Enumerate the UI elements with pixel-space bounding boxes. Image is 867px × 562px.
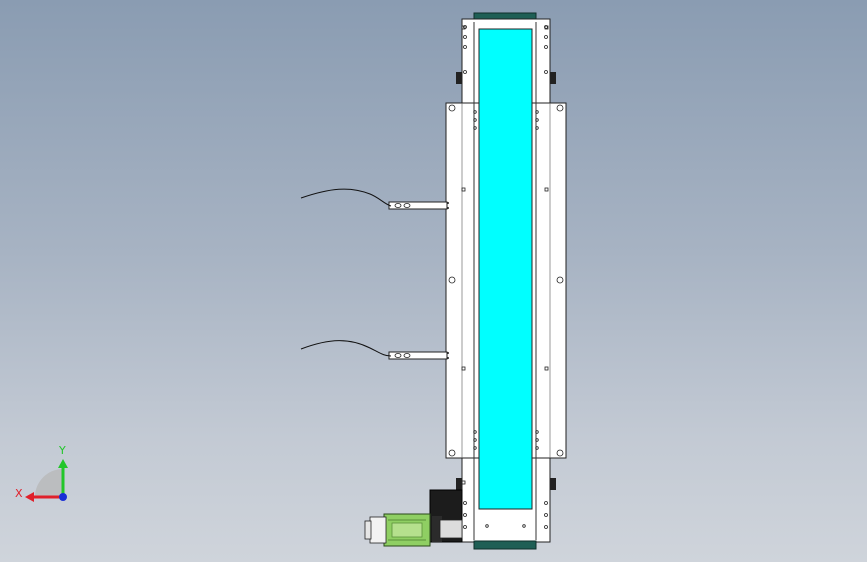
sensor-bracket-2[interactable]: [388, 351, 449, 360]
motor-end-cap: [369, 516, 387, 544]
bottom-right-block: [550, 478, 556, 490]
triad-quarter-arc: [35, 469, 63, 497]
drive-motor-assembly[interactable]: [364, 489, 463, 547]
top-left-block: [456, 72, 462, 84]
orientation-triad[interactable]: Y X: [15, 444, 68, 502]
bottom-end-roller[interactable]: [473, 540, 537, 550]
bolt-holes: [463, 25, 548, 529]
triad-z-axis: [59, 493, 67, 501]
frame-square-marks: [461, 25, 549, 485]
top-right-block: [550, 72, 556, 84]
frame-corner-screws: [448, 104, 564, 457]
sensor-cable-1: [300, 188, 392, 207]
sensor-bracket-1[interactable]: [388, 201, 449, 210]
conveyor-belt[interactable]: [478, 28, 533, 510]
triad-x-label: X: [15, 487, 23, 500]
bottom-left-block: [456, 478, 462, 490]
sensor-cable-2: [300, 340, 392, 357]
triad-y-label: Y: [58, 444, 66, 457]
motor-coupling: [439, 519, 463, 539]
